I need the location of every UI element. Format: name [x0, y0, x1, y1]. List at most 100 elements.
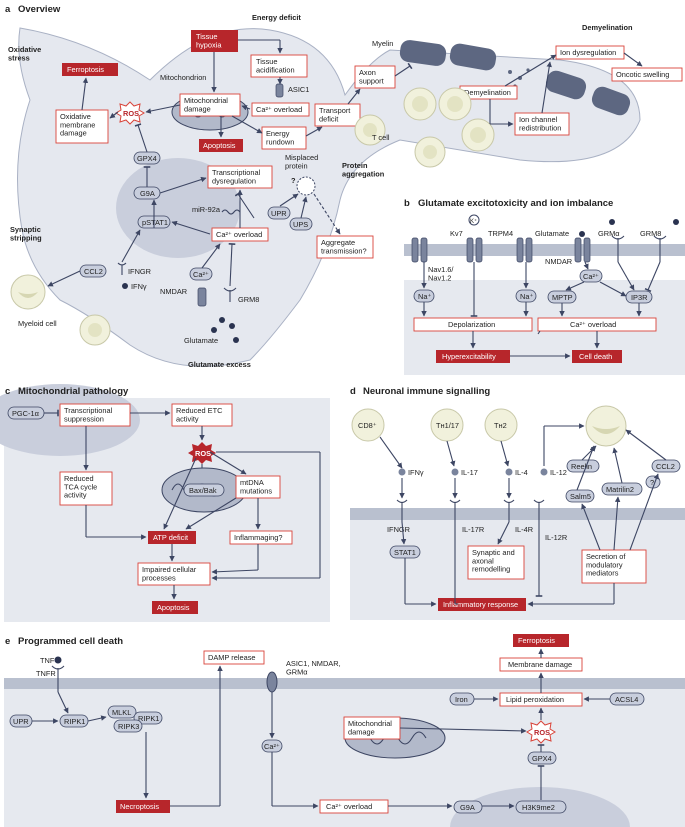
t-cell-d-icons — [351, 408, 518, 442]
asic1-channel-icon — [275, 83, 284, 98]
cell-death-box — [572, 350, 622, 363]
salm5-label: Salm5 — [570, 492, 591, 501]
gpx4-label: GPX4 — [137, 154, 157, 163]
receptor-channel-icon — [266, 671, 278, 693]
panel-d-arrows — [379, 423, 667, 607]
panel-e-title: Programmed cell death — [18, 636, 123, 647]
ca-pill-b — [579, 269, 603, 283]
ifngr-d-label: IFNGR — [387, 525, 410, 534]
tnf-label: TNF — [40, 656, 55, 665]
bax-bak-label: Bax/Bak — [189, 486, 217, 495]
inflammatory-response-label: Inflammatory response — [443, 600, 518, 609]
il12-label: IL-12 — [550, 468, 567, 477]
trpm4-label: TRPM4 — [488, 229, 513, 238]
h3k9me2-pill — [515, 800, 567, 814]
panel-c: c Mitochondrial pathology PGC-1α Transcr… — [0, 384, 330, 622]
cd8-label: CD8⁺ — [358, 421, 377, 430]
ifng-label: IFNγ — [131, 282, 147, 291]
th17-label: Tʜ1/17 — [436, 421, 459, 430]
ferroptosis-box — [62, 63, 118, 76]
cytokine-receptors-icon — [396, 499, 545, 522]
panel-b-membrane — [404, 244, 685, 256]
myelin-sheath-icon — [399, 40, 631, 116]
synaptic-remodelling-box — [467, 545, 525, 580]
transcriptional-suppression-box — [59, 403, 131, 427]
hyperexcitability-label: Hyperexcitability — [442, 352, 496, 361]
k-ion-label: K⁺ — [470, 218, 477, 225]
ripk1-label-b: RIPK1 — [138, 714, 159, 723]
panel-c-arrows — [44, 409, 321, 600]
ion-dysregulation-box — [555, 45, 625, 60]
apoptosis-c-label: Apoptosis — [157, 603, 190, 612]
matrilin2-label: Matrilin2 — [606, 485, 634, 494]
panel-a-arrows — [47, 39, 643, 287]
ca2-pill — [189, 267, 213, 281]
gpx4-e-pill — [527, 751, 557, 765]
tnfr-receptor-icon — [51, 665, 65, 692]
stat1-label: STAT1 — [394, 548, 416, 557]
transport-deficit-box — [314, 103, 361, 127]
iron-label: Iron — [455, 695, 468, 704]
aggregate-transmission-box — [316, 235, 374, 259]
ca-overload-top-box — [251, 102, 310, 117]
atp-deficit-label: ATP deficit — [153, 533, 188, 542]
membrane-damage-label: Membrane damage — [508, 660, 572, 669]
ups-label: UPS — [293, 220, 308, 229]
mlkl-label: MLKL — [112, 708, 131, 717]
panel-e: e Programmed cell death TNF TNFR DAMP re… — [4, 634, 685, 827]
necroptosis-label: Necroptosis — [120, 802, 159, 811]
panel-e-letter: e — [5, 636, 10, 647]
tnf-ligand-icon — [54, 656, 62, 664]
glutamate-label: Glutamate — [184, 336, 218, 345]
asic1-label: ASIC1 — [288, 85, 309, 94]
grm8-b-label: GRM8 — [640, 229, 661, 238]
tnfr-label: TNFR — [36, 669, 56, 678]
ripk3-label: RIPK3 — [118, 722, 139, 731]
panel-d-membrane — [350, 508, 685, 520]
panel-b-title: Glutamate excitotoxicity and ion imbalan… — [418, 198, 613, 209]
ros-label: ROS — [123, 109, 139, 118]
g9a-label: G9A — [140, 189, 155, 198]
panel-e-arrows — [32, 648, 610, 809]
demyelination-heading: Demyelination — [582, 23, 633, 32]
energy-rundown-box — [261, 126, 307, 150]
g9a-e-label: G9A — [460, 803, 475, 812]
ip3r-label: IP3R — [631, 293, 647, 302]
grm8-receptor-icon — [223, 287, 237, 302]
ripk3-pill — [113, 719, 143, 733]
ifng-ligand-icon — [122, 283, 128, 289]
myeloid-cell-label: Myeloid cell — [18, 319, 57, 328]
unknown-mediator-label: ? — [650, 478, 654, 487]
grm8-label: GRM8 — [238, 295, 259, 304]
kv7-label: Kv7 — [450, 229, 463, 238]
na-label-2: Na⁺ — [520, 292, 533, 301]
ifng-d-label: IFNγ — [408, 468, 424, 477]
il17-label: IL-17 — [461, 468, 478, 477]
reduced-tca-box — [59, 471, 113, 506]
ros-star-e-icon — [526, 720, 556, 744]
ros-e-label: ROS — [534, 728, 550, 737]
reelin-pill — [566, 459, 600, 473]
transcriptional-dysregulation-box — [207, 165, 273, 189]
t-cell-icon — [79, 87, 495, 346]
ifngr-label: IFNGR — [128, 267, 151, 276]
inflammaging-box — [229, 530, 293, 545]
nmdar-label: NMDAR — [160, 287, 187, 296]
panel-d-letter: d — [350, 386, 356, 397]
hyperexcitability-box — [436, 350, 510, 363]
